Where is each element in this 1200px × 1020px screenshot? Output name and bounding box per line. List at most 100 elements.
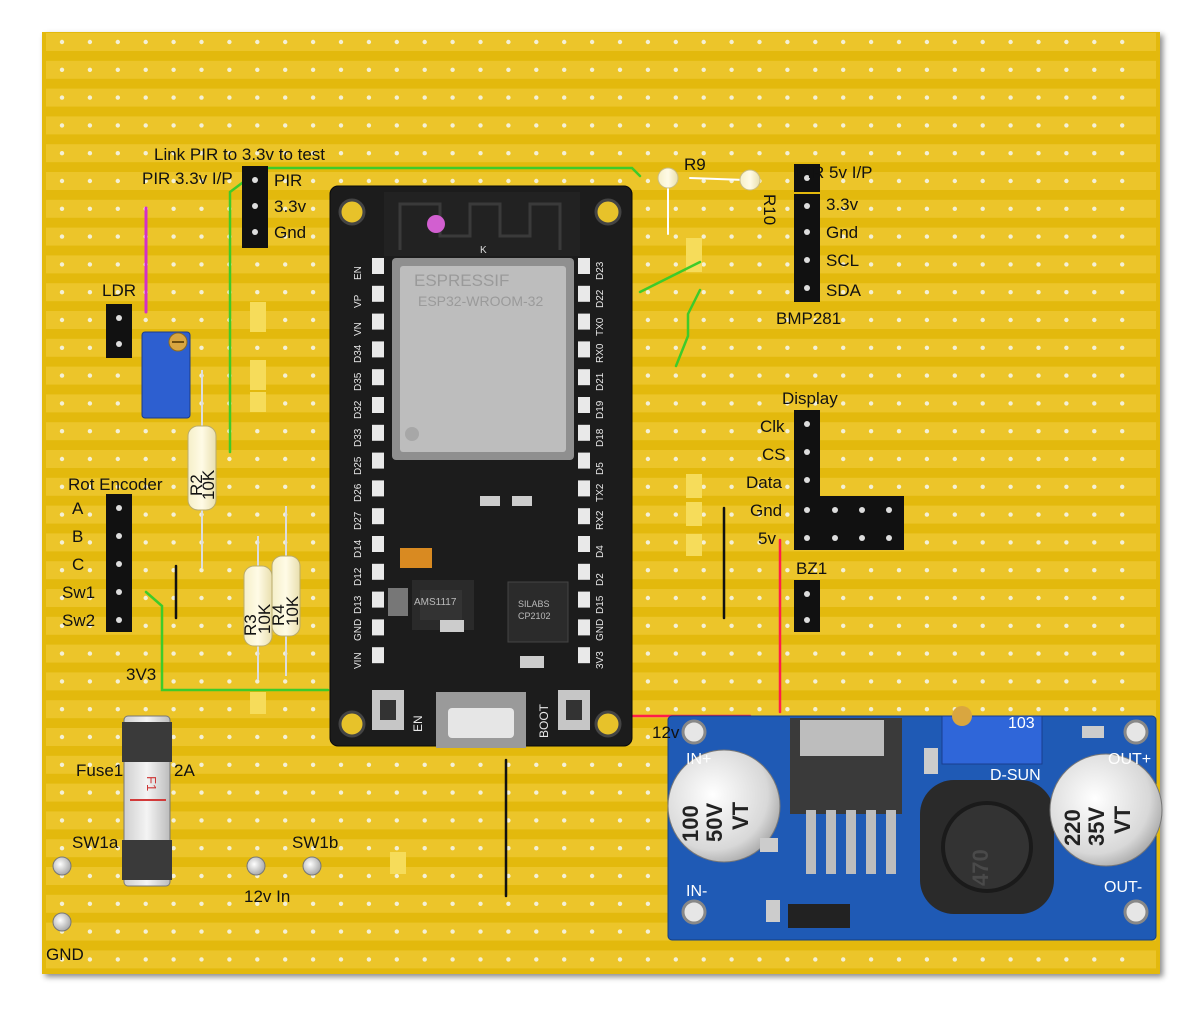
esp32-devkit [329, 185, 633, 748]
r3-resistor [243, 536, 273, 680]
trimmer-label: 103 [1008, 715, 1035, 732]
esp-pin [372, 480, 384, 497]
copper-strip [46, 144, 1156, 163]
esp-pin-label: D13 [353, 595, 364, 614]
pir-5v-header [794, 164, 820, 192]
esp-pin [372, 397, 384, 413]
esp-pin-label: D35 [353, 372, 364, 392]
disp-5v-label: 5v [758, 529, 776, 548]
esp-pin-label: D22 [595, 289, 606, 308]
esp-pin [372, 369, 384, 386]
out-plus-label: OUT+ [1108, 751, 1152, 768]
v12-label: 12v [652, 723, 680, 742]
esp-pin [578, 369, 590, 386]
esp-pin [372, 536, 384, 552]
esp-pin [578, 647, 590, 664]
en-button-label: EN [411, 715, 425, 732]
esp-pin-label: D15 [595, 595, 606, 614]
esp-pin [578, 285, 590, 302]
rot-encoder-label: Rot Encoder [68, 475, 163, 494]
encoder-header [106, 494, 132, 632]
fuse1-label: Fuse1 [76, 761, 124, 780]
ldr-header [106, 304, 132, 358]
esp-pin-label: D12 [353, 567, 364, 586]
esp-pin-label: VN [353, 321, 364, 336]
cap-in-text-3: VT [728, 801, 753, 830]
esp-pin-label: D18 [595, 428, 606, 447]
solder-points [52, 856, 322, 932]
cap-out-text-1: 220 [1060, 809, 1085, 846]
r10-label: R10 [760, 194, 779, 226]
esp-pin [578, 563, 590, 580]
disp-data-label: Data [746, 473, 782, 492]
esp-pin [372, 424, 384, 441]
fuse-rating-label: 2A [174, 761, 195, 780]
disp-gnd-label: Gnd [750, 501, 783, 520]
v12-in-label: 12v In [244, 887, 291, 906]
pir-pin-label: PIR [274, 171, 303, 190]
esp-pin-label: VP [353, 294, 364, 308]
esp-pin-label: D5 [595, 461, 606, 475]
out-minus-label: OUT- [1104, 879, 1143, 896]
esp-pin [372, 313, 384, 330]
bz1-header [794, 580, 820, 632]
esp-pin-label: TX0 [595, 317, 606, 336]
display-header [794, 410, 904, 550]
antenna-k-text: K [480, 245, 487, 256]
v3v3-label: 3V3 [126, 665, 157, 684]
esp-pin-label: EN [353, 266, 364, 280]
copper-strip [46, 950, 1156, 969]
esp-pin-label: D26 [353, 484, 364, 503]
green-wire-3v3 [144, 590, 330, 692]
esp-pin [372, 508, 384, 525]
r9-label: R9 [684, 155, 706, 174]
esp-pin [578, 591, 590, 608]
gnd-left-label: Gnd [274, 223, 307, 242]
bz1-label: BZ1 [796, 559, 828, 578]
enc-c-label: C [72, 555, 85, 574]
copper-strip [46, 88, 1156, 107]
enc-a-label: A [72, 499, 84, 518]
r2-value-label: 10K [199, 469, 218, 500]
esp-pin-label: D34 [353, 345, 364, 364]
r4-resistor [271, 506, 301, 676]
r4-value-label: 10K [283, 595, 302, 626]
esp-pin-label: RX0 [595, 343, 606, 364]
esp-pin [578, 619, 590, 636]
fuse-holder [122, 715, 172, 887]
esp-model-text: ESP32-WROOM-32 [418, 293, 544, 309]
esp-pin-label: D27 [353, 511, 364, 531]
in-plus-label: IN+ [686, 751, 712, 768]
enc-sw1-label: Sw1 [62, 583, 96, 602]
esp-brand-text: ESPRESSIF [414, 271, 510, 290]
r2-resistor [187, 370, 217, 568]
esp-pin-label: D14 [353, 539, 364, 558]
copper-strip [46, 172, 1156, 190]
green-wire-d21 [674, 288, 702, 368]
copper-strip [46, 60, 1156, 79]
bmp281-header [794, 194, 820, 302]
esp-pin [372, 285, 384, 302]
link-pir-label: Link PIR to 3.3v to test [154, 145, 326, 164]
copper-strips [46, 33, 1156, 969]
esp-pin [372, 591, 384, 608]
esp-pin-label: D19 [595, 400, 606, 419]
esp-pin [578, 341, 590, 358]
bmp-sda-label: SDA [826, 281, 861, 300]
green-wire-d22 [638, 260, 702, 294]
display-label: Display [782, 389, 838, 408]
pir-5v-ip-label: PIR 5v I/P [796, 163, 873, 182]
gnd-point [52, 912, 72, 932]
esp-pin [578, 536, 590, 552]
gnd-label: GND [46, 945, 84, 964]
esp-pin-label: VIN [353, 652, 364, 670]
track-cuts [250, 238, 702, 874]
sw1a-label: SW1a [72, 833, 119, 852]
pir-33-header [242, 166, 268, 248]
cap-out-text-3: VT [1110, 805, 1135, 834]
ldr-trimmer-pot [141, 331, 191, 419]
buck-converter [667, 706, 1163, 941]
esp-pin-label: GND [595, 619, 606, 642]
esp-pin-label: D2 [595, 573, 606, 586]
esp-pin [372, 258, 384, 274]
